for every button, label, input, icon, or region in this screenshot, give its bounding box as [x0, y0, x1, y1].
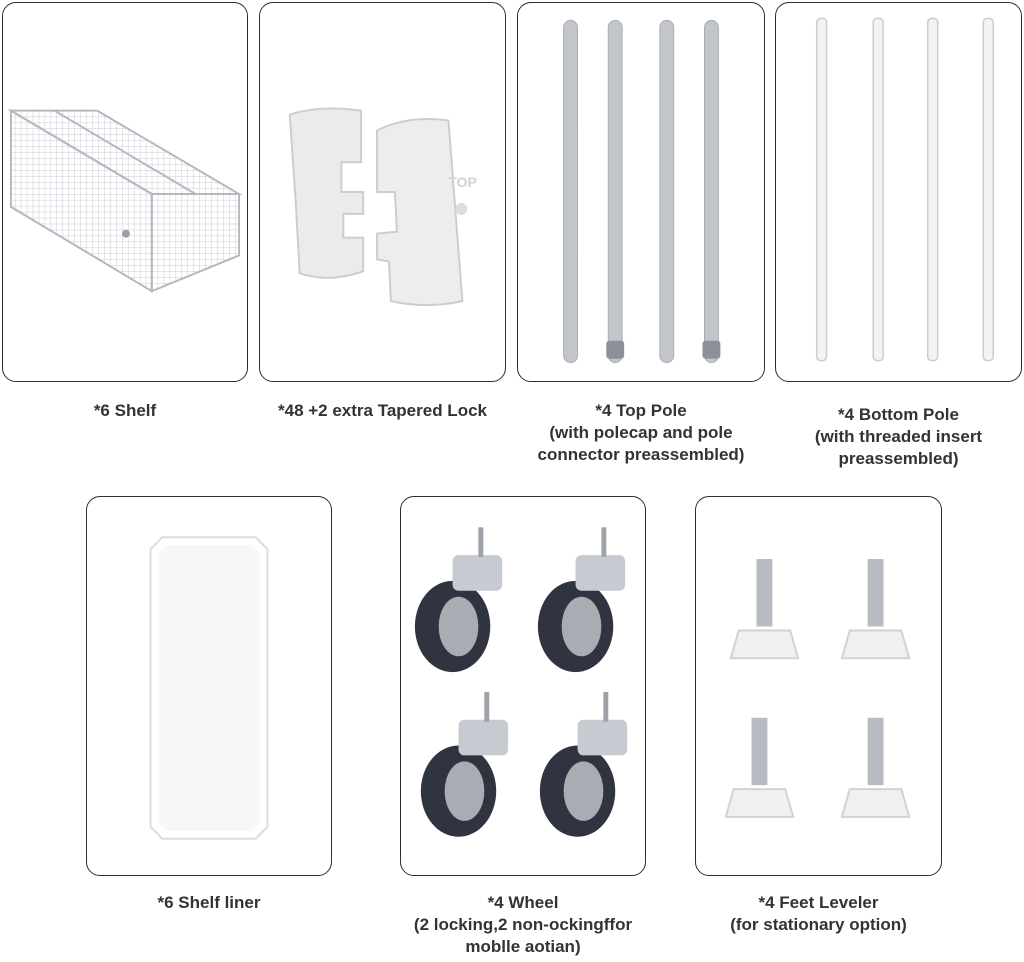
feet-leveler-caption: *4 Feet Leveler (for stationary option)	[730, 893, 907, 934]
bottom-pole-card	[775, 2, 1022, 382]
top-emboss-text: TOP	[448, 174, 476, 190]
wheel-1	[414, 527, 503, 673]
wheel-3	[420, 691, 509, 837]
feet-leveler-image	[724, 559, 911, 818]
wheel-4	[539, 691, 628, 837]
tapered-lock-image: TOP	[288, 107, 477, 307]
caster-wheels-image	[414, 527, 628, 837]
wheel-caption: *4 Wheel (2 locking,2 non-ockingffor mob…	[413, 893, 633, 956]
tapered-lock-caption: *48 +2 extra Tapered Lock	[278, 401, 487, 420]
shelf-liner-caption: *6 Shelf liner	[157, 893, 261, 912]
leveler-1	[729, 559, 800, 660]
wheel-2	[537, 527, 626, 673]
leveler-4	[840, 717, 911, 818]
feet-leveler-card	[695, 496, 942, 876]
shelf-caption: *6 Shelf	[93, 401, 157, 420]
shelf-liner-card	[86, 496, 332, 876]
wheel-card	[400, 496, 646, 876]
tapered-lock-card: TOP	[259, 2, 506, 382]
leveler-2	[840, 559, 911, 660]
wire-shelf-image	[7, 108, 243, 293]
top-pole-caption: *4 Top Pole (with polecap and pole conne…	[537, 401, 745, 464]
bottom-pole-caption: *4 Bottom Pole (with threaded insert pre…	[814, 405, 983, 468]
shelf-liner-image	[149, 536, 269, 840]
leveler-3	[724, 717, 795, 818]
bottom-pole-image	[815, 17, 994, 362]
top-pole-card	[517, 2, 765, 382]
shelf-card	[2, 2, 248, 382]
top-pole-image	[563, 19, 721, 364]
